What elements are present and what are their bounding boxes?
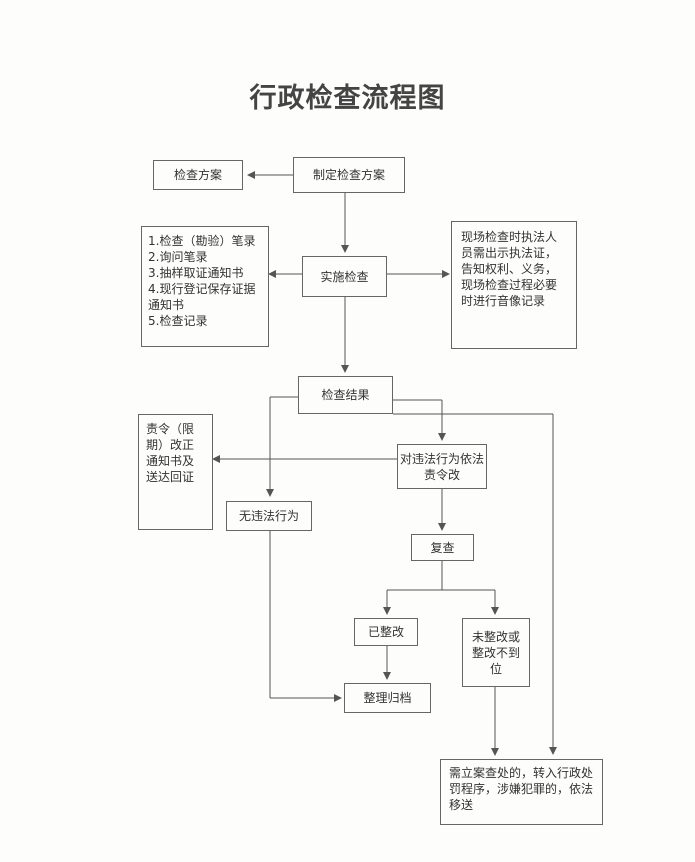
node-implement: 实施检查 xyxy=(302,256,387,297)
node-recheck: 复查 xyxy=(411,534,474,561)
node-violation: 对违法行为依法责令改 xyxy=(397,444,487,489)
node-result: 检查结果 xyxy=(298,376,393,414)
flowchart-title: 行政检查流程图 xyxy=(249,83,446,114)
node-archive: 整理归档 xyxy=(344,683,431,713)
node-rectified: 已整改 xyxy=(354,618,418,646)
node-make-plan: 制定检查方案 xyxy=(293,157,405,193)
node-plan-result: 检查方案 xyxy=(153,160,243,190)
node-onsite-note: 现场检查时执法人员需出示执法证，告知权利、义务，现场检查过程必要时进行音像记录 xyxy=(451,221,577,349)
node-notice: 责令（限期）改正通知书及送达回证 xyxy=(138,414,213,530)
node-not-rectified: 未整改或整改不到位 xyxy=(462,618,530,687)
node-documents: 1.检查（勘验）笔录 2.询问笔录 3.抽样取证通知书 4.现行登记保存证据通知… xyxy=(141,226,269,347)
node-transfer: 需立案查处的，转入行政处罚程序，涉嫌犯罪的，依法移送 xyxy=(440,759,603,825)
node-no-violation: 无违法行为 xyxy=(226,501,312,531)
